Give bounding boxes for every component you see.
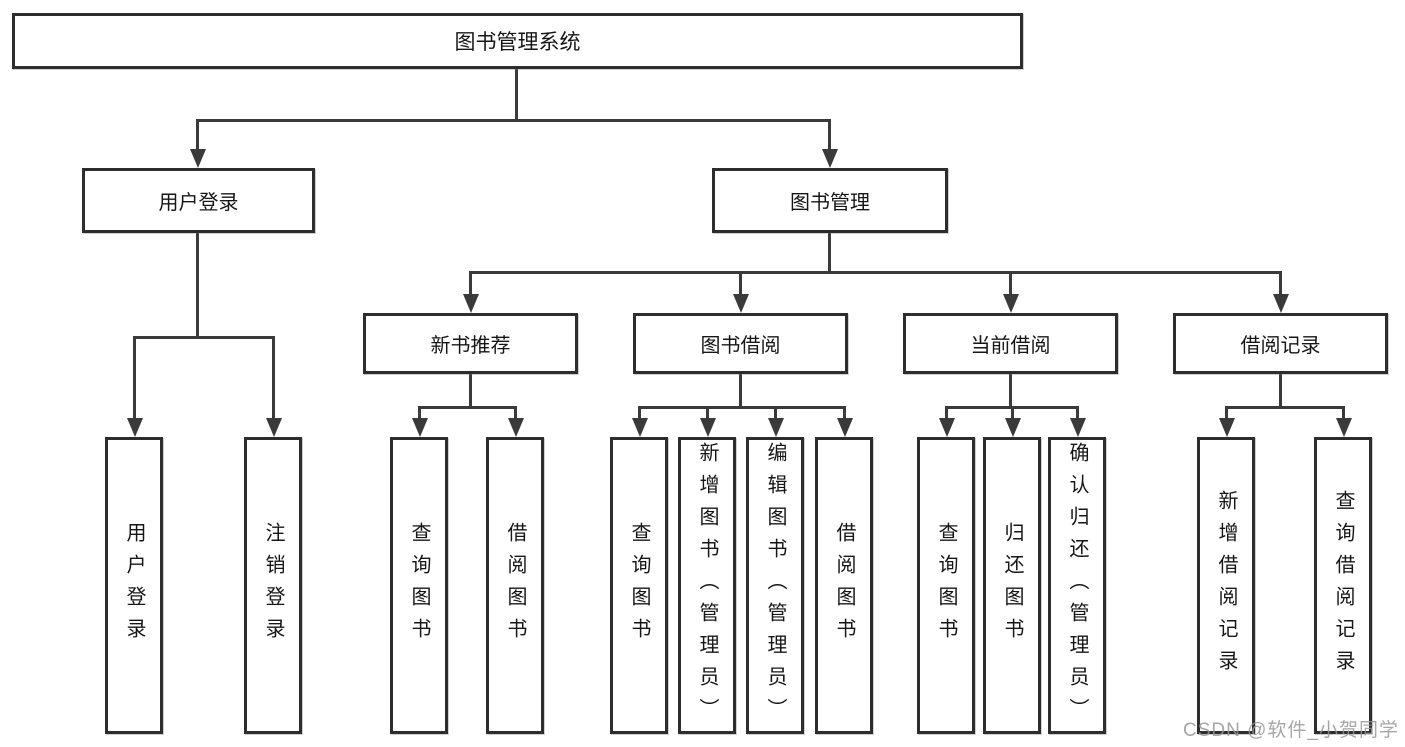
leaf-label: 新增借阅记录 [1215,489,1237,682]
arrow-down-icon [1003,294,1019,313]
arrow-down-icon [632,418,648,437]
node-user-login: 用户登录 [82,168,315,233]
leaf-label: 确认归还（管理员） [1066,441,1088,730]
leaf-label: 编辑图书（管理员） [764,441,786,730]
leaf-borrow-books-recommend: 借阅图书 [486,437,544,734]
connector-line [739,374,742,409]
arrow-down-icon [190,149,206,168]
connector-line [1279,271,1282,301]
connector-line [196,119,831,122]
node-book-borrow: 图书借阅 [633,313,848,374]
arrow-down-icon [1005,418,1021,437]
node-library-management-system: 图书管理系统 [12,13,1023,69]
connector-line [1011,406,1014,425]
arrow-down-icon [939,418,955,437]
connector-line [828,233,831,274]
node-label: 用户登录 [158,192,239,214]
leaf-label: 借阅图书 [833,521,855,650]
leaf-user-login: 用户登录 [105,437,163,734]
leaf-label: 查询图书 [935,521,957,650]
connector-line [272,336,275,425]
arrow-down-icon [700,418,716,437]
connector-line [828,119,831,156]
node-borrow-records: 借阅记录 [1173,313,1388,374]
arrow-down-icon [508,418,524,437]
arrow-down-icon [1070,418,1086,437]
arrow-down-icon [768,418,784,437]
connector-line [706,406,709,425]
connector-line [469,374,472,409]
leaf-add-borrow-record: 新增借阅记录 [1197,437,1255,734]
leaf-query-books-current: 查询图书 [917,437,975,734]
node-label: 借阅记录 [1240,335,1321,357]
connector-line [638,406,641,425]
csdn-watermark: CSDN @软件_小贺同学 [1183,720,1399,741]
connector-line [133,336,136,425]
arrow-down-icon [266,418,282,437]
leaf-edit-books-admin: 编辑图书（管理员） [746,437,804,734]
leaf-query-books-recommend: 查询图书 [390,437,448,734]
leaf-label: 查询图书 [628,521,650,650]
connector-line [1279,374,1282,409]
leaf-label: 归还图书 [1001,521,1023,650]
leaf-borrow-books: 借阅图书 [815,437,873,734]
leaf-label: 新增图书（管理员） [696,441,718,730]
connector-line [1076,406,1079,425]
node-label: 当前借阅 [970,335,1051,357]
connector-line [514,406,517,425]
connector-line [739,271,742,301]
arrow-down-icon [837,418,853,437]
arrow-down-icon [1273,294,1289,313]
connector-line [196,233,199,339]
node-label: 图书管理 [790,192,870,214]
arrow-down-icon [1336,418,1352,437]
leaf-label: 查询借阅记录 [1332,489,1354,682]
leaf-label: 用户登录 [123,521,145,650]
arrow-down-icon [822,149,838,168]
connector-line [1342,406,1345,425]
connector-line [1225,406,1345,409]
connector-line [843,406,846,425]
leaf-query-books-borrow: 查询图书 [610,437,668,734]
connector-line [418,406,421,425]
leaf-label: 查询图书 [408,521,430,650]
node-label: 图书借阅 [700,335,781,357]
leaf-return-books: 归还图书 [983,437,1041,734]
connector-line [133,336,275,339]
node-label: 新书推荐 [430,335,511,357]
connector-line [1225,406,1228,425]
connector-line [515,68,518,121]
leaf-label: 注销登录 [262,521,284,650]
connector-line [638,406,846,409]
leaf-query-borrow-record: 查询借阅记录 [1314,437,1372,734]
node-book-management: 图书管理 [712,168,948,233]
connector-line [469,271,472,301]
connector-line [945,406,948,425]
connector-line [774,406,777,425]
connector-line [1009,271,1012,301]
arrow-down-icon [1219,418,1235,437]
leaf-logout: 注销登录 [244,437,302,734]
connector-line [469,271,1282,274]
node-new-book-recommend: 新书推荐 [363,313,578,374]
connector-line [1009,374,1012,409]
connector-line [196,119,199,156]
node-current-borrow: 当前借阅 [903,313,1118,374]
arrow-down-icon [733,294,749,313]
arrow-down-icon [463,294,479,313]
leaf-label: 借阅图书 [504,521,526,650]
connector-line [418,406,517,409]
node-label: 图书管理系统 [454,31,581,54]
arrow-down-icon [412,418,428,437]
leaf-confirm-return-admin: 确认归还（管理员） [1048,437,1106,734]
arrow-down-icon [127,418,143,437]
leaf-add-books-admin: 新增图书（管理员） [678,437,736,734]
